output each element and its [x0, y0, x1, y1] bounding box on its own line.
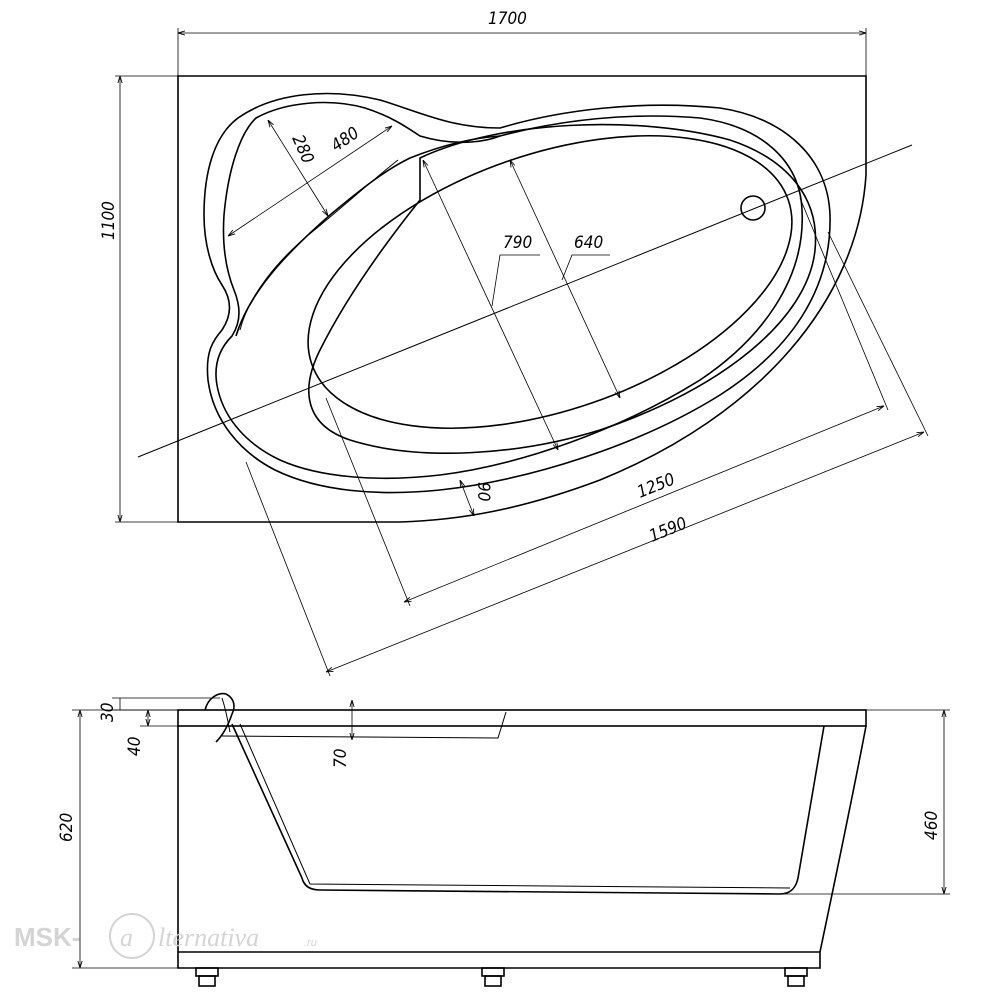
foot-left	[195, 967, 219, 977]
dim-40-label: 40	[125, 737, 145, 756]
dim-790-line	[423, 160, 558, 450]
seat-back-line	[239, 159, 399, 331]
dim-1590-ext-a	[245, 461, 331, 677]
watermark-letter: a	[120, 923, 133, 952]
dim-1100-label: 1100	[99, 201, 119, 240]
dim-640-label: 640	[574, 233, 603, 253]
foot-right	[784, 967, 808, 977]
foot-left-base	[198, 975, 216, 987]
foot-right-base	[787, 975, 805, 987]
dim-1250-ext-b	[799, 197, 889, 411]
watermark-prefix: MSK-	[14, 922, 80, 952]
dim-620-label: 620	[57, 813, 77, 842]
dim-1700-label: 1700	[488, 9, 527, 29]
basin-profile-inner	[239, 723, 791, 889]
headrest	[204, 692, 235, 743]
dim-1590-ext-b	[827, 231, 929, 437]
side-view: 30 40 70 620 460	[57, 692, 950, 987]
dim-640-line	[510, 160, 620, 398]
dim-460-label: 460	[922, 811, 942, 840]
side-rim	[177, 709, 867, 727]
dim-480-label: 480	[328, 123, 363, 156]
dim-1590-label: 1590	[646, 514, 690, 547]
side-body	[177, 725, 867, 969]
watermark-suffix: lternativa	[158, 923, 259, 952]
top-view: 1700 1100 280 480 790 640 90 1250 1590	[99, 9, 929, 677]
dim-280-label: 280	[287, 132, 317, 167]
watermark-tld: .ru	[304, 937, 317, 949]
foot-middle-base	[484, 975, 502, 987]
dim-640-leader	[561, 254, 610, 281]
foot-middle	[481, 967, 505, 977]
basin-outer	[308, 123, 817, 454]
dim-790-label: 790	[503, 233, 532, 253]
dim-480-line	[228, 126, 392, 236]
watermark: MSK- a lternativa .ru	[14, 913, 317, 959]
basin-profile	[231, 723, 825, 895]
watermark-circle-icon	[109, 913, 155, 959]
dim-1590-line	[326, 432, 924, 672]
rim-inner-contour	[215, 101, 803, 480]
dim-1250-label: 1250	[634, 470, 678, 503]
dim-30-label: 30	[98, 703, 118, 722]
dim-70-label: 70	[331, 749, 351, 768]
seat-bench	[221, 711, 507, 739]
headrest-inner	[221, 697, 231, 733]
dim-1250-ext-a	[325, 397, 411, 607]
drain-hole-icon	[740, 195, 766, 221]
dim-90-label: 90	[473, 482, 493, 501]
seat-shelf-line	[235, 135, 501, 337]
